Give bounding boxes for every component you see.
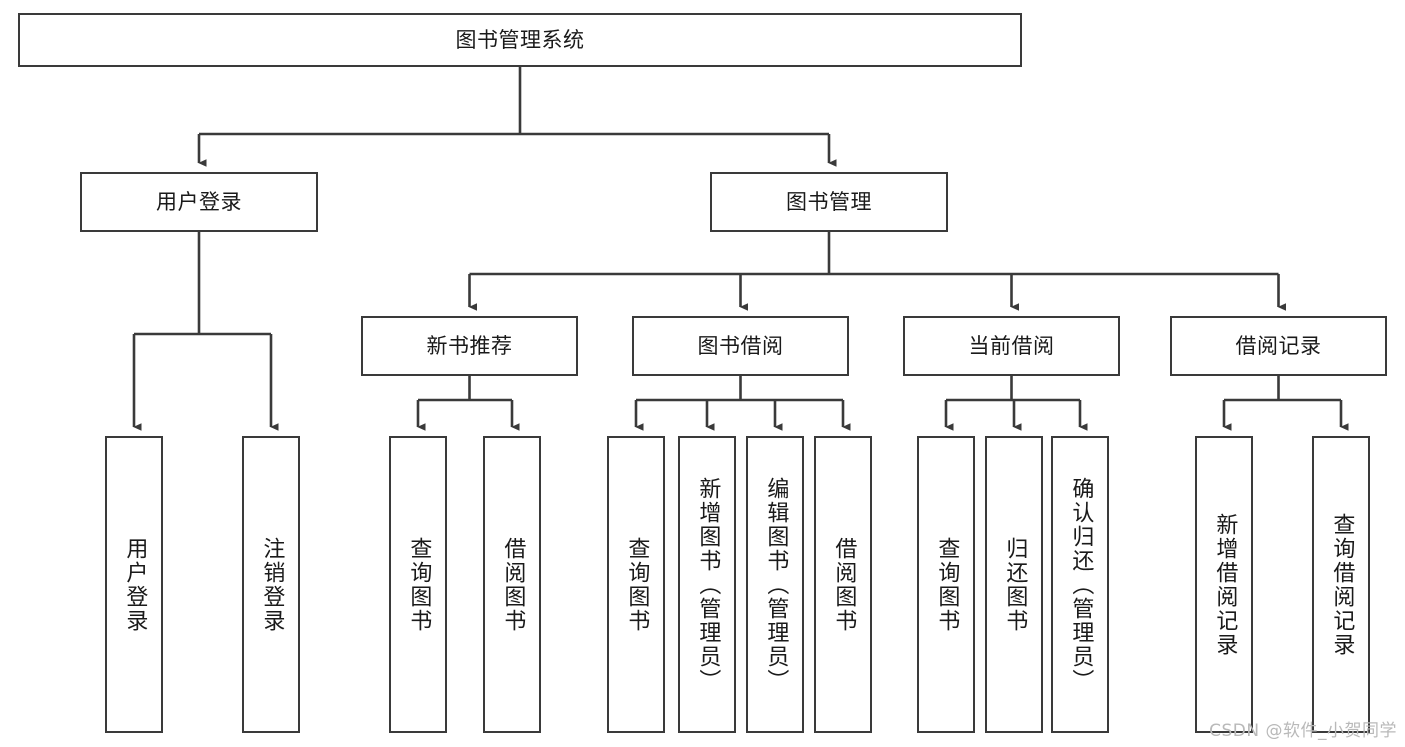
node-label-leaf-user-login: 用户登录	[122, 536, 148, 633]
node-leaf-return-book[interactable]: 归还图书	[985, 436, 1043, 733]
node-root[interactable]: 图书管理系统	[18, 13, 1022, 67]
node-new-book-recommend[interactable]: 新书推荐	[361, 316, 578, 376]
node-label-leaf-query-record: 查询借阅记录	[1329, 512, 1355, 657]
node-leaf-user-login[interactable]: 用户登录	[105, 436, 163, 733]
node-label-root: 图书管理系统	[455, 27, 585, 52]
node-leaf-add-record[interactable]: 新增借阅记录	[1195, 436, 1253, 733]
node-label-leaf-add-book: 新增图书（管理员）	[695, 476, 721, 693]
node-label-leaf-return-book: 归还图书	[1002, 536, 1028, 633]
node-label-new-book-recommend: 新书推荐	[426, 333, 513, 358]
node-current-borrow[interactable]: 当前借阅	[903, 316, 1120, 376]
node-leaf-confirm-return[interactable]: 确认归还（管理员）	[1051, 436, 1109, 733]
node-label-leaf-borrow-book-1: 借阅图书	[500, 536, 526, 633]
node-leaf-borrow-book-2[interactable]: 借阅图书	[814, 436, 872, 733]
node-leaf-query-book-3[interactable]: 查询图书	[917, 436, 975, 733]
node-leaf-query-book-1[interactable]: 查询图书	[389, 436, 447, 733]
node-label-current-borrow: 当前借阅	[968, 333, 1055, 358]
node-label-book-borrow: 图书借阅	[697, 333, 784, 358]
node-label-leaf-query-book-3: 查询图书	[934, 536, 960, 633]
node-label-leaf-logout: 注销登录	[259, 536, 285, 633]
node-leaf-query-record[interactable]: 查询借阅记录	[1312, 436, 1370, 733]
node-label-book-management: 图书管理	[786, 189, 872, 214]
node-book-borrow[interactable]: 图书借阅	[632, 316, 849, 376]
node-label-leaf-confirm-return: 确认归还（管理员）	[1068, 476, 1094, 693]
node-label-borrow-record: 借阅记录	[1235, 333, 1322, 358]
node-label-leaf-edit-book: 编辑图书（管理员）	[763, 476, 789, 693]
node-user-login[interactable]: 用户登录	[80, 172, 318, 232]
node-leaf-edit-book[interactable]: 编辑图书（管理员）	[746, 436, 804, 733]
node-label-leaf-query-book-2: 查询图书	[624, 536, 650, 633]
node-label-leaf-add-record: 新增借阅记录	[1212, 512, 1238, 657]
node-label-user-login: 用户登录	[156, 189, 242, 214]
node-label-leaf-borrow-book-2: 借阅图书	[831, 536, 857, 633]
node-borrow-record[interactable]: 借阅记录	[1170, 316, 1387, 376]
node-book-management[interactable]: 图书管理	[710, 172, 948, 232]
node-label-leaf-query-book-1: 查询图书	[406, 536, 432, 633]
node-leaf-query-book-2[interactable]: 查询图书	[607, 436, 665, 733]
node-leaf-add-book[interactable]: 新增图书（管理员）	[678, 436, 736, 733]
node-leaf-borrow-book-1[interactable]: 借阅图书	[483, 436, 541, 733]
node-leaf-logout[interactable]: 注销登录	[242, 436, 300, 733]
